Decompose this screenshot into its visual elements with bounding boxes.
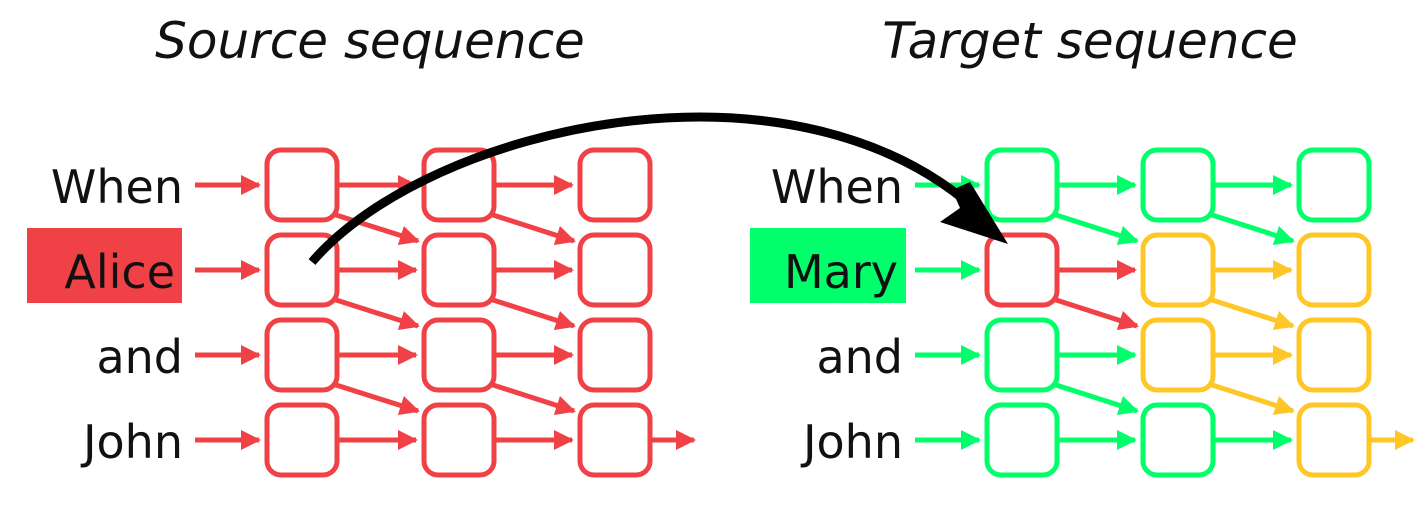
source-activation-box <box>577 232 653 308</box>
target-diagonal-arrow <box>1208 381 1295 416</box>
target-diagonal-arrow <box>1052 381 1139 416</box>
source-word-highlight <box>27 228 182 303</box>
source-word-highlighted: Alice <box>64 245 175 299</box>
target-activation-box <box>1296 232 1372 308</box>
source-activation-box <box>421 402 497 478</box>
patch-arrowhead-icon <box>940 182 1008 244</box>
target-title: Target sequence <box>882 12 1297 70</box>
target-word: When <box>771 160 903 214</box>
target-activation-box <box>1140 232 1216 308</box>
target-word: John <box>800 415 903 469</box>
target-activation-box <box>984 317 1060 393</box>
source-activation-box <box>577 317 653 393</box>
source-diagonal-arrow <box>489 296 576 331</box>
source-highlight <box>27 228 182 303</box>
patch-arrow <box>308 112 1008 265</box>
source-diagonal-arrow <box>332 381 420 416</box>
source-diagonal-arrow <box>332 296 420 331</box>
source-activation-box <box>577 402 653 478</box>
target-activation-box <box>1140 147 1216 223</box>
source-words: When Alice and John <box>51 160 183 469</box>
source-activation-box <box>264 147 340 223</box>
target-word-highlighted: Mary <box>784 245 898 299</box>
target-activation-box <box>1296 402 1372 478</box>
target-network-grid <box>915 147 1415 478</box>
target-diagonal-arrow <box>1052 211 1139 246</box>
source-title: Source sequence <box>155 12 585 70</box>
target-activation-box <box>1296 147 1372 223</box>
source-word: John <box>80 415 183 469</box>
target-word-highlight <box>750 228 906 303</box>
target-diagonal-arrow <box>1208 296 1295 331</box>
source-activation-box <box>421 317 497 393</box>
source-diagonal-arrow <box>332 211 420 246</box>
patch-curve <box>308 112 989 265</box>
target-diagonal-arrow <box>1208 211 1295 246</box>
target-word: and <box>816 330 903 384</box>
source-word: When <box>51 160 183 214</box>
target-activation-box <box>984 147 1060 223</box>
target-activation-box <box>984 402 1060 478</box>
source-activation-box <box>264 317 340 393</box>
target-diagonal-arrow <box>1052 296 1139 331</box>
source-activation-box <box>577 147 653 223</box>
target-activation-box <box>1140 317 1216 393</box>
source-network-grid <box>195 147 696 478</box>
source-diagonal-arrow <box>489 381 576 416</box>
target-highlight <box>750 228 906 303</box>
target-activation-box <box>1140 402 1216 478</box>
source-word: and <box>96 330 183 384</box>
source-diagonal-arrow <box>489 211 576 246</box>
target-activation-box <box>1296 317 1372 393</box>
target-words: When Mary and John <box>771 160 903 469</box>
target-activation-box <box>984 232 1060 308</box>
source-activation-box <box>421 232 497 308</box>
source-activation-box <box>264 402 340 478</box>
